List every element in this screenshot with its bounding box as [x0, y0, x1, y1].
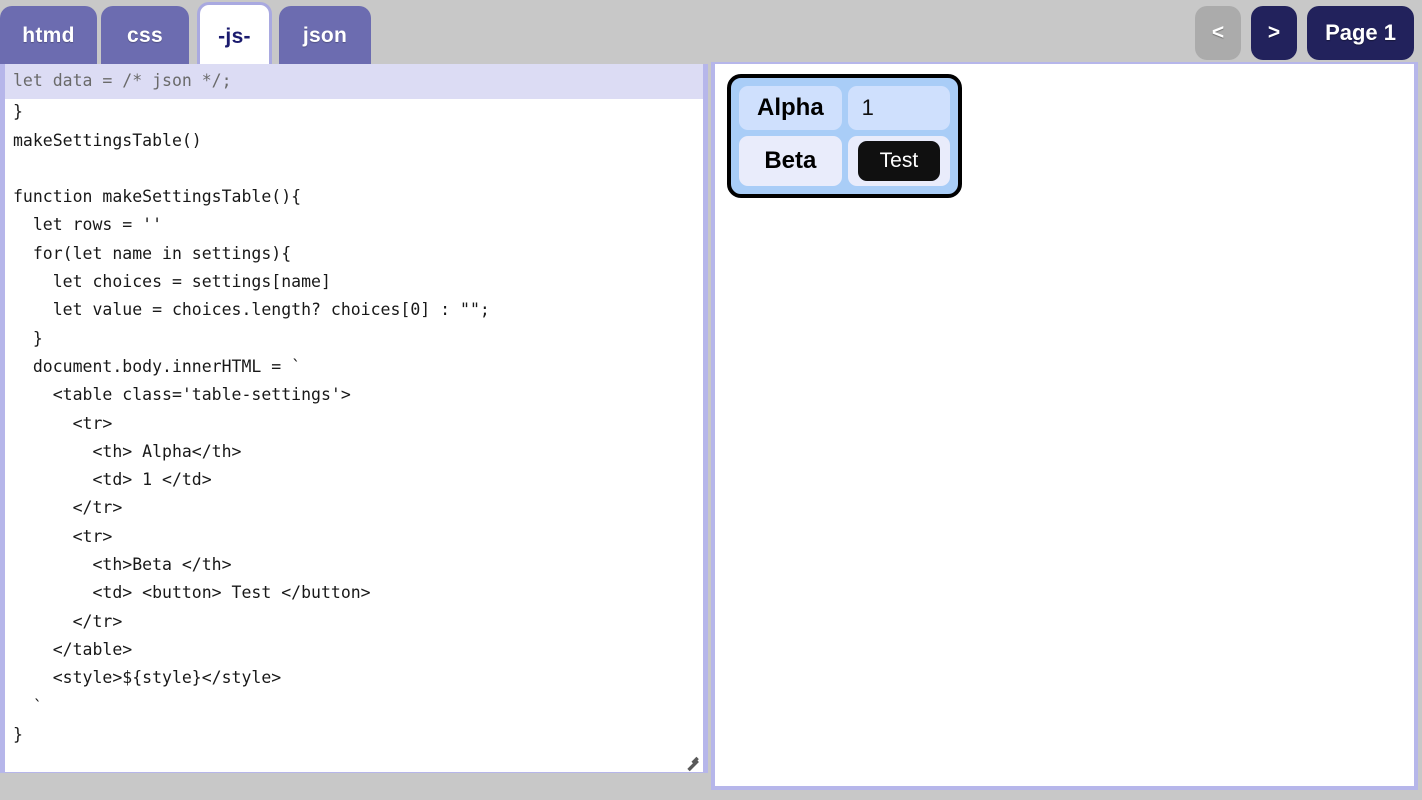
editor-tab-bar: htmd css -js- json	[0, 0, 1180, 68]
test-button[interactable]: Test	[857, 141, 941, 181]
tab-css[interactable]: css	[101, 6, 189, 66]
preview-body: Alpha 1 Beta Test	[715, 64, 1414, 786]
code-textarea[interactable]	[5, 64, 703, 772]
setting-value-alpha: 1	[847, 86, 951, 130]
table-row: Beta Test	[739, 136, 951, 186]
preview-pane: Alpha 1 Beta Test	[711, 62, 1418, 790]
setting-value-beta: Test	[847, 136, 951, 186]
settings-table: Alpha 1 Beta Test	[727, 74, 963, 198]
code-editor-pane	[0, 64, 708, 773]
prev-page-button[interactable]: <	[1195, 6, 1242, 60]
code-resize-handle-icon[interactable]	[686, 755, 700, 769]
page-navigation: < > Page 1	[1195, 4, 1414, 62]
page-indicator-button[interactable]: Page 1	[1307, 6, 1414, 60]
tab-js[interactable]: -js-	[197, 2, 272, 68]
tab-htmd[interactable]: htmd	[0, 6, 97, 66]
setting-name-beta: Beta	[739, 136, 842, 186]
code-header-overlay[interactable]	[5, 64, 703, 99]
tab-json[interactable]: json	[279, 6, 371, 66]
setting-name-alpha: Alpha	[739, 86, 842, 130]
table-row: Alpha 1	[739, 86, 951, 130]
next-page-button[interactable]: >	[1251, 6, 1298, 60]
